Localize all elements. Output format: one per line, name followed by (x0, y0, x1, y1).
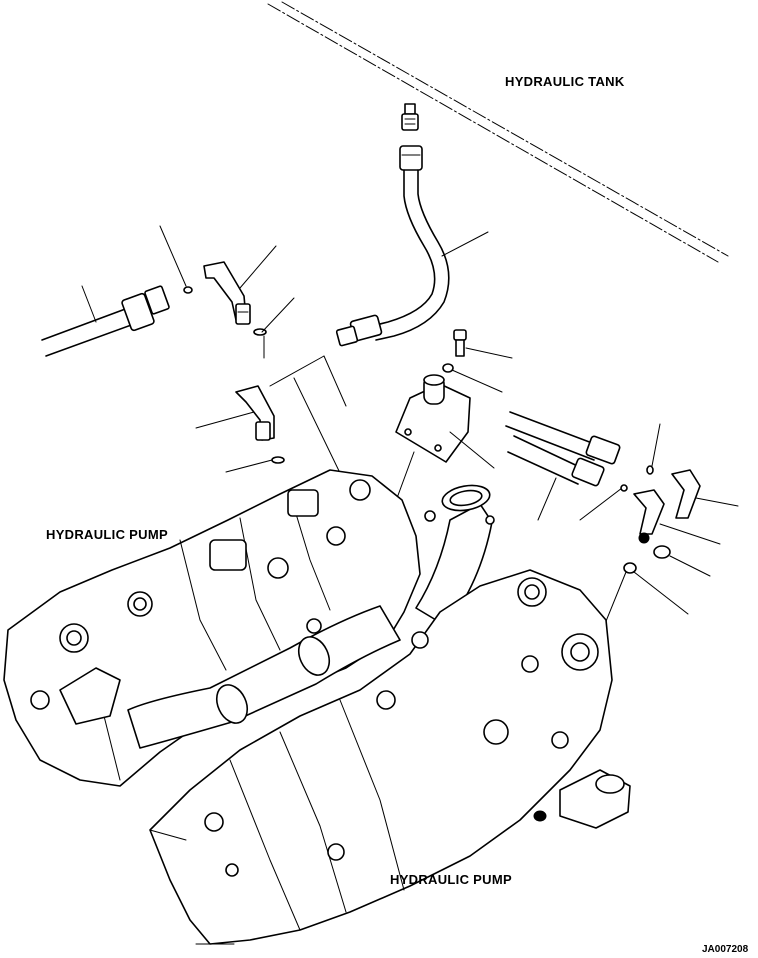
upper-elbow-fitting (203, 245, 295, 359)
upper-hydraulic-pump (3, 469, 421, 787)
drain-hose (335, 145, 489, 347)
reference-code: JA007208 (702, 944, 749, 955)
hydraulic-pump-upper-label: HYDRAULIC PUMP (46, 527, 168, 542)
left-hose (41, 225, 193, 357)
hydraulic-pump-lower-label: HYDRAULIC PUMP (390, 872, 512, 887)
mount-details (149, 829, 235, 945)
hydraulic-tank-edge (267, 1, 729, 263)
suction-tube (127, 484, 495, 749)
block-assembly (365, 329, 513, 583)
right-hoses (505, 411, 661, 521)
hydraulic-tank-label: HYDRAULIC TANK (505, 74, 625, 89)
tank-fitting (401, 103, 419, 131)
lower-hydraulic-pump (149, 569, 631, 945)
